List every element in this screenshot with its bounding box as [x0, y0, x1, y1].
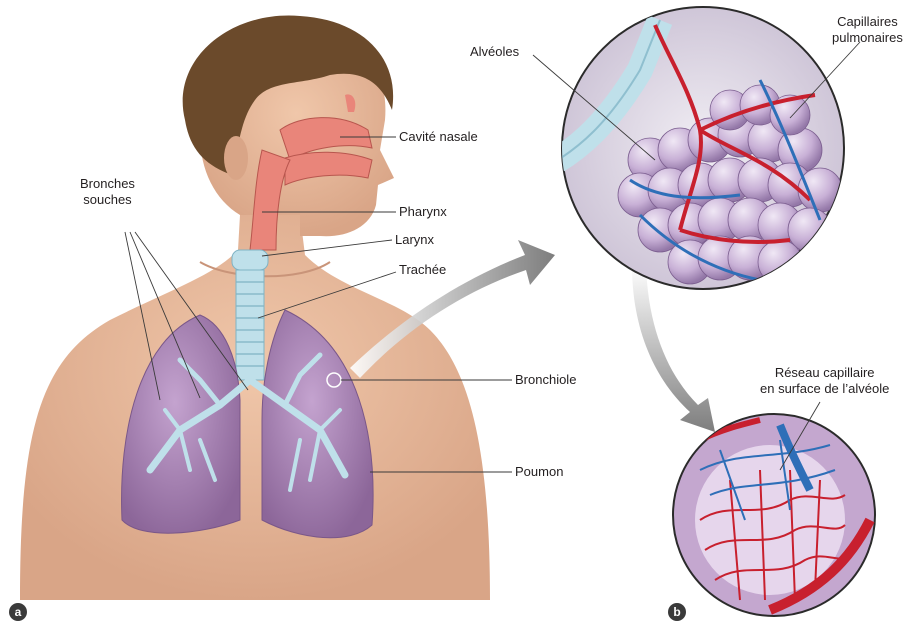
label-cavite-nasale: Cavité nasale	[399, 129, 478, 145]
label-trachee: Trachée	[399, 262, 446, 278]
label-larynx: Larynx	[395, 232, 434, 248]
label-bronches-souches: Bronches souches	[80, 176, 135, 208]
label-reseau-capillaire: Réseau capillaire en surface de l’alvéol…	[760, 365, 889, 397]
label-pharynx: Pharynx	[399, 204, 447, 220]
label-capillaires-pulmonaires: Capillaires pulmonaires	[832, 14, 903, 46]
label-alveoles: Alvéoles	[470, 44, 519, 60]
trachea	[232, 250, 268, 380]
panel-badge-b: b	[668, 603, 686, 621]
capillary-network-lens	[673, 414, 875, 616]
alveoli-lens	[540, 7, 844, 289]
panel-badge-a: a	[9, 603, 27, 621]
label-poumon: Poumon	[515, 464, 563, 480]
zoom-arrow-lower	[632, 265, 715, 432]
label-bronchiole: Bronchiole	[515, 372, 576, 388]
